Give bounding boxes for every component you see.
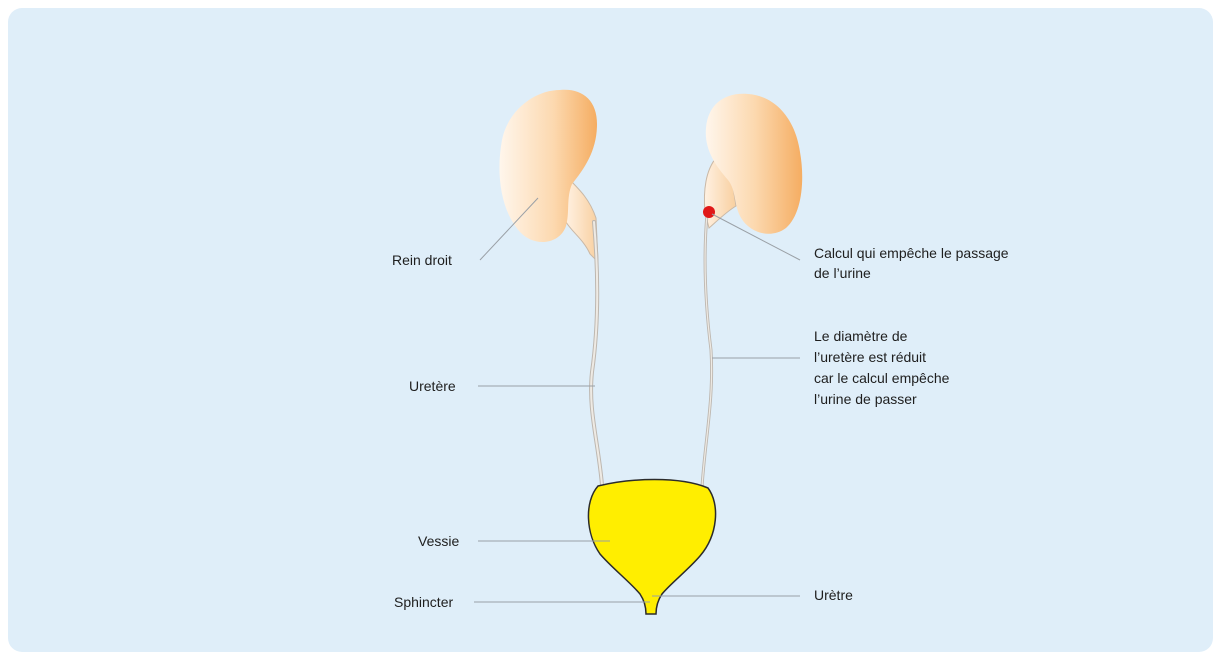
label-diametre-line4: l’urine de passer (814, 389, 949, 410)
label-diametre: Le diamètre de l’uretère est réduit car … (814, 326, 949, 410)
left-ureter (702, 214, 712, 487)
label-diametre-line3: car le calcul empêche (814, 368, 949, 389)
label-calcul: Calcul qui empêche le passage de l’urine (814, 243, 1009, 283)
label-rein-droit: Rein droit (392, 250, 452, 270)
label-uretre: Urètre (814, 585, 853, 605)
label-vessie: Vessie (418, 531, 459, 551)
label-diametre-line1: Le diamètre de (814, 326, 949, 347)
right-kidney (499, 90, 598, 262)
label-sphincter: Sphincter (394, 592, 453, 612)
bladder (588, 480, 715, 615)
kidney-stone (703, 206, 715, 218)
label-uretere: Uretère (409, 376, 456, 396)
label-diametre-line2: l’uretère est réduit (814, 347, 949, 368)
left-kidney (704, 94, 802, 234)
label-calcul-line1: Calcul qui empêche le passage (814, 243, 1009, 263)
label-calcul-line2: de l’urine (814, 263, 1009, 283)
